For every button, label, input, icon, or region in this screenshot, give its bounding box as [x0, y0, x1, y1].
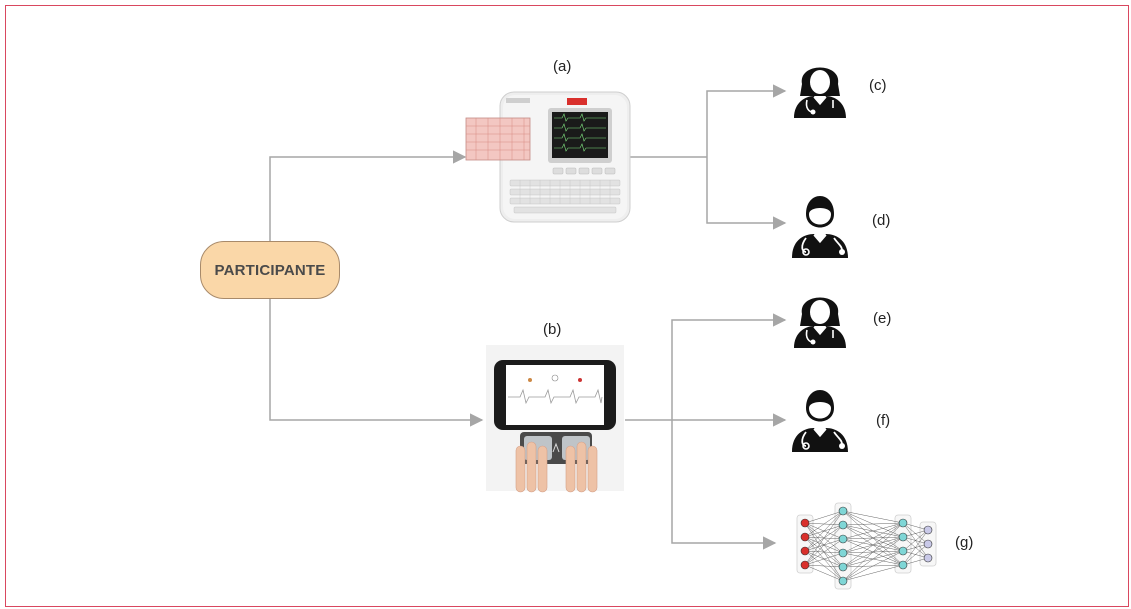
nn-node [838, 562, 848, 572]
nn-edge [842, 522, 904, 568]
female-doctor-icon [794, 297, 846, 348]
nn-edge [804, 552, 844, 566]
nn-edge [842, 510, 904, 524]
nn-edge [804, 510, 844, 566]
nn-node [898, 518, 908, 528]
nn-node [898, 546, 908, 556]
nn-edge [842, 522, 904, 554]
nn-edge [842, 564, 904, 582]
label-d: (d) [872, 212, 891, 229]
arrows-phone-to-readers [625, 313, 787, 550]
nn-edge [804, 538, 844, 566]
nn-edge [902, 529, 929, 538]
label-f: (f) [876, 412, 891, 429]
nn-edge [804, 510, 844, 552]
nn-node [898, 532, 908, 542]
neural-network-icon [796, 502, 937, 590]
nn-edge [804, 564, 844, 568]
label-c: (c) [869, 77, 887, 94]
nn-node [800, 560, 810, 570]
label-g: (g) [955, 534, 974, 551]
nn-edge [902, 543, 929, 566]
nn-node [800, 532, 810, 542]
arrows-ecg-to-doctors [628, 84, 787, 230]
nn-edge [804, 524, 844, 566]
figure-frame [5, 5, 1129, 607]
male-doctor-icon [792, 196, 848, 258]
arrow-participant-to-phone [269, 299, 484, 427]
nn-edge [902, 557, 929, 566]
label-b: (b) [543, 321, 562, 338]
nn-edge [902, 529, 929, 566]
nn-edge [842, 522, 904, 526]
female-doctor-icon [794, 67, 846, 118]
label-a: (a) [553, 58, 572, 75]
arrow-participant-to-ecg [269, 150, 467, 241]
nn-edge [902, 529, 929, 552]
nn-node [838, 506, 848, 516]
nn-node [838, 548, 848, 558]
nn-edge [804, 510, 844, 524]
nn-node [898, 560, 908, 570]
label-e: (e) [873, 310, 892, 327]
nn-edge [842, 522, 904, 540]
nn-node [800, 518, 810, 528]
participant-node: PARTICIPANTE [200, 241, 340, 299]
male-doctor-icon [792, 390, 848, 452]
nn-node [923, 525, 933, 535]
nn-edge [804, 510, 844, 538]
nn-node [838, 576, 848, 586]
nn-node [923, 539, 933, 549]
nn-edge [842, 536, 904, 582]
nn-edge [902, 522, 929, 531]
ecg-machine-icon [465, 91, 631, 223]
nn-edge [842, 522, 904, 582]
nn-edge [842, 550, 904, 582]
nn-node [838, 534, 848, 544]
nn-node [838, 520, 848, 530]
smartphone-ecg-icon [486, 345, 624, 493]
nn-node [923, 553, 933, 563]
nn-node [800, 546, 810, 556]
nn-edge [804, 564, 844, 582]
